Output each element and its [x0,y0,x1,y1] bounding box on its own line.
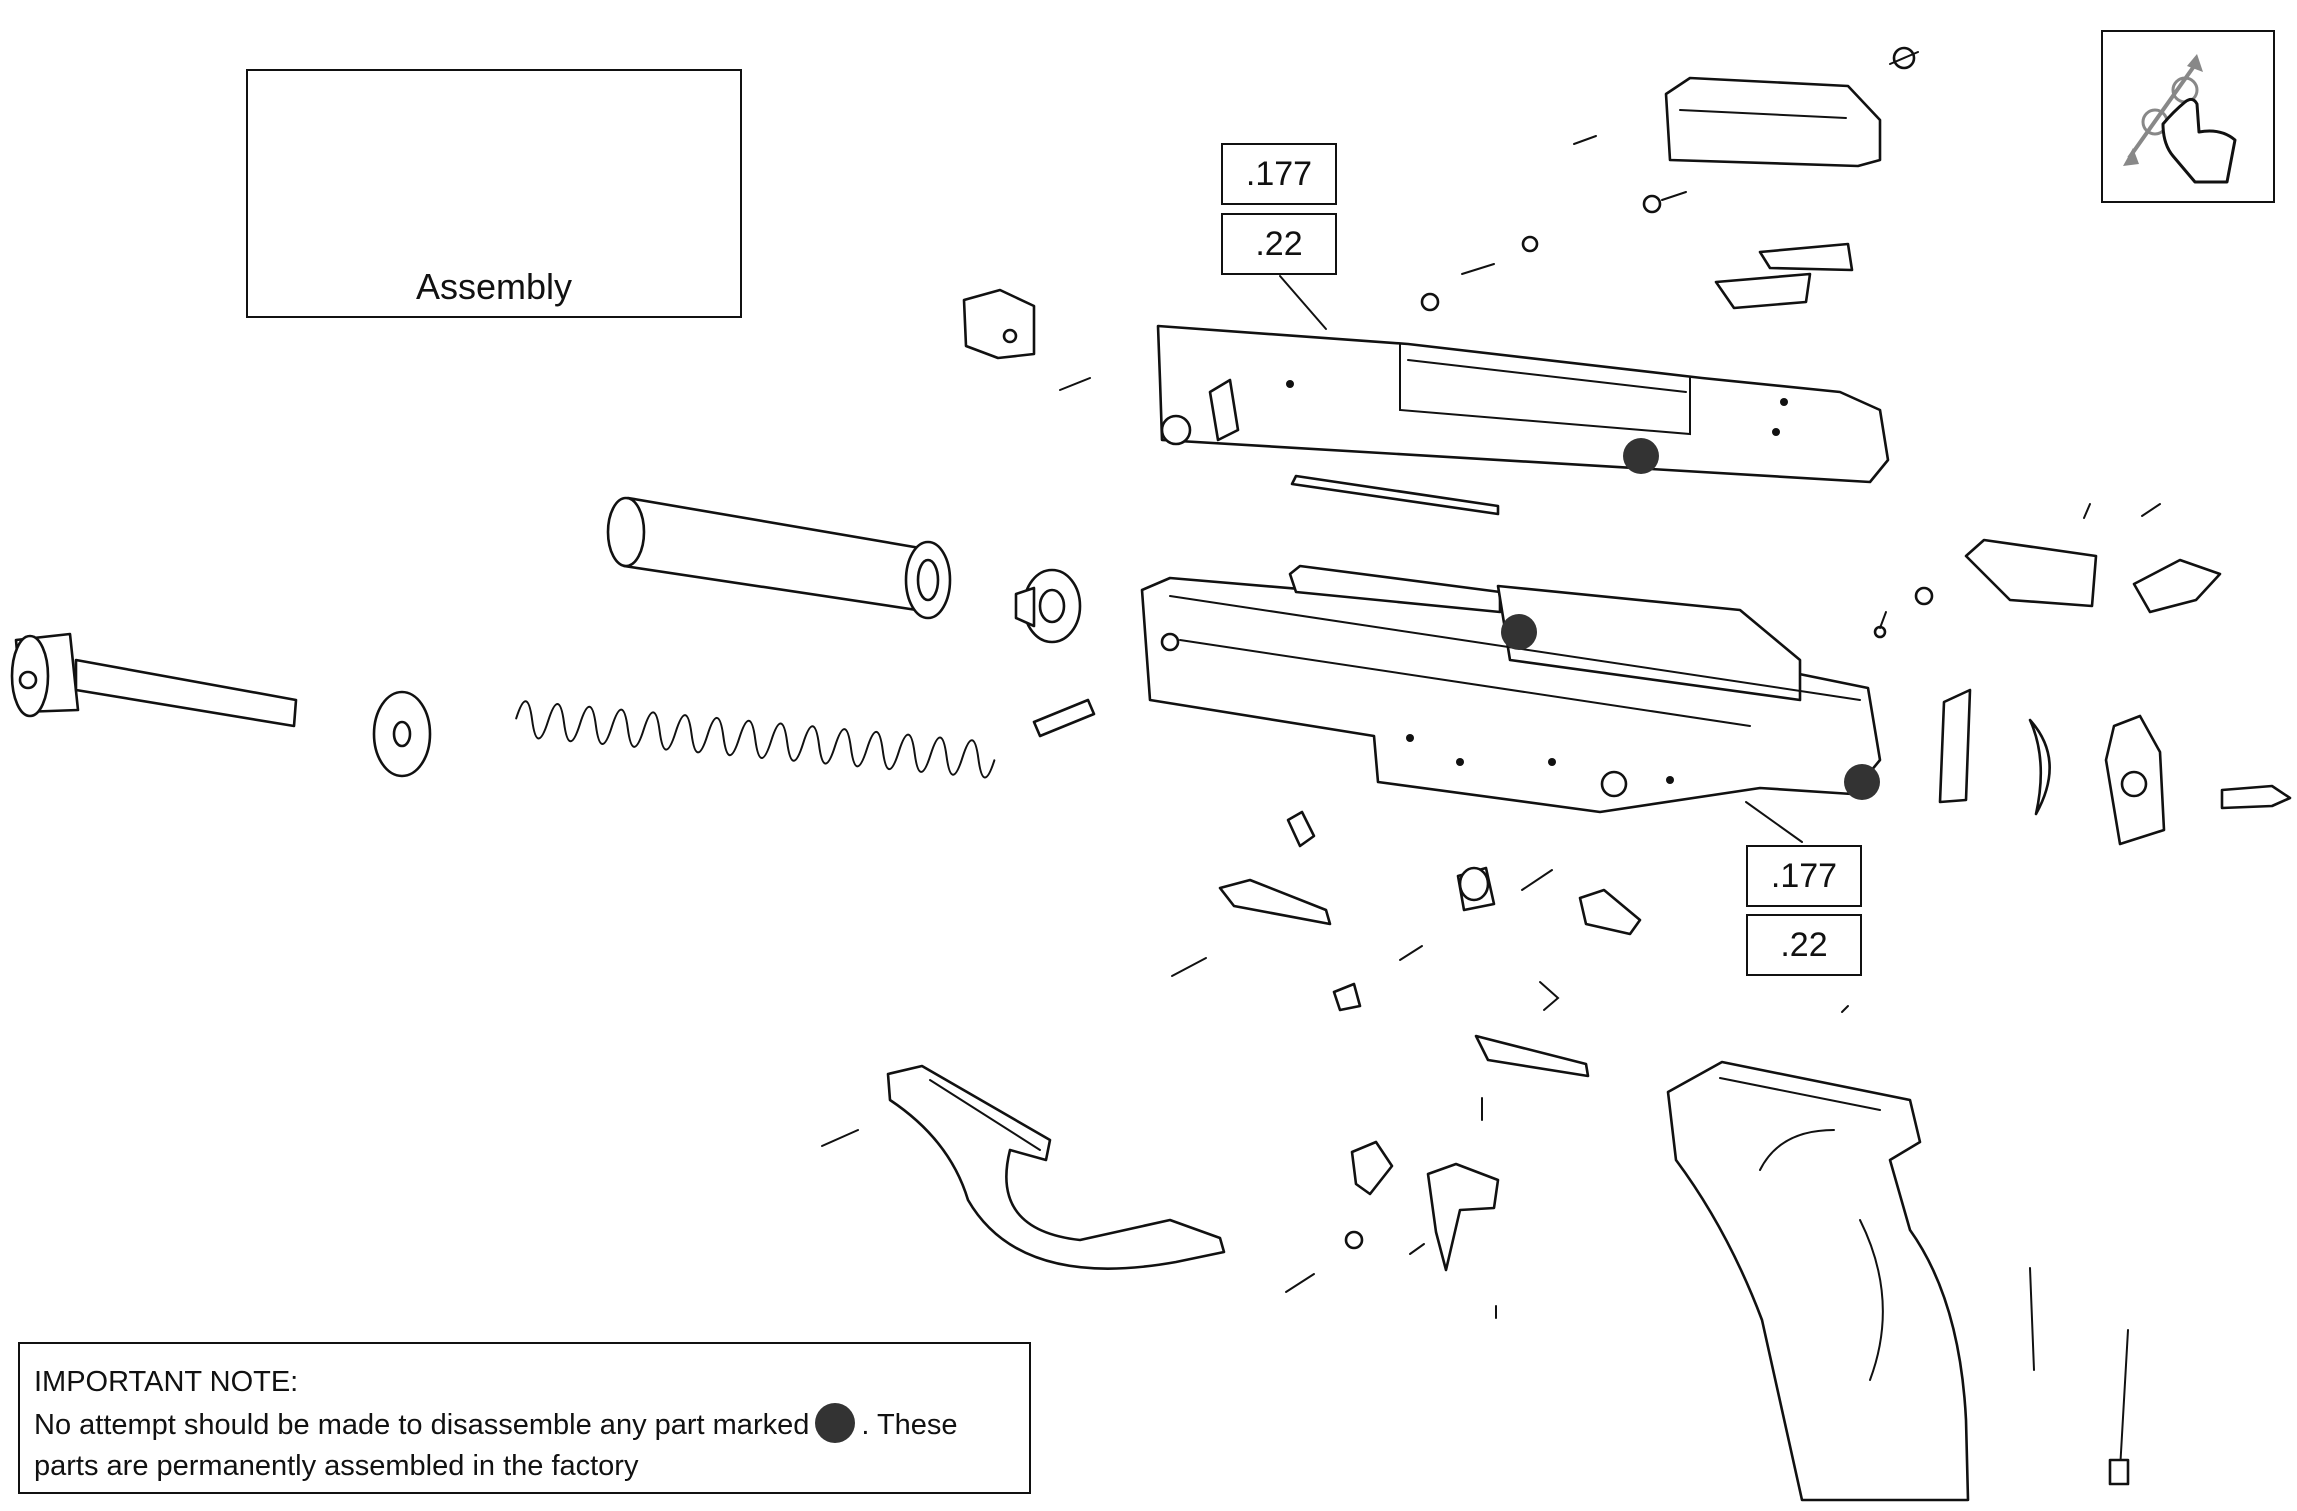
note-line-1: No attempt should be made to disassemble… [34,1403,1015,1446]
sealed-marker-icon [815,1403,856,1443]
pins [821,135,2161,1319]
zoom-control-button[interactable] [2101,30,2275,203]
breech-cap [1014,568,1082,644]
assembly-inset: Assembly [246,69,742,318]
note-line-1-text: No attempt should be made to disassemble… [34,1409,810,1441]
important-note: IMPORTANT NOTE: No attempt should be mad… [18,1342,1031,1494]
pinch-zoom-icon [2123,54,2237,184]
front-sight-block [962,288,1036,360]
sealed-marker-receiver-end [1844,764,1880,800]
note-line-2: parts are permanently assembled in the f… [34,1450,639,1482]
main-receiver [1140,564,1882,814]
side-plates [1938,688,2292,846]
rear-sight-rail [1642,46,1919,214]
trigger-guard [886,1064,1226,1270]
sight-blades [1714,242,1854,310]
piston-rod [10,632,298,728]
pistol-grip [1666,1060,2130,1502]
note-line-1-end: . These [861,1409,958,1441]
note-heading: IMPORTANT NOTE: [34,1366,299,1398]
compression-cylinder [606,496,952,620]
caliber-option-177-upper[interactable]: .177 [1221,143,1337,205]
caliber-option-177-lower[interactable]: .177 [1746,845,1862,907]
small-clips [1290,235,1539,516]
trigger-parts [1218,810,1642,1272]
upper-barrel-housing [1156,324,1890,484]
safety-catch [1873,538,2222,639]
sealed-marker-receiver-top [1501,614,1537,650]
caliber-option-22-lower[interactable]: .22 [1746,914,1862,976]
assembly-label: Assembly [415,266,573,307]
washer-hole [392,720,412,748]
caliber-option-22-upper[interactable]: .22 [1221,213,1337,275]
main-spring [515,700,996,779]
sealed-marker-upper [1623,438,1659,474]
